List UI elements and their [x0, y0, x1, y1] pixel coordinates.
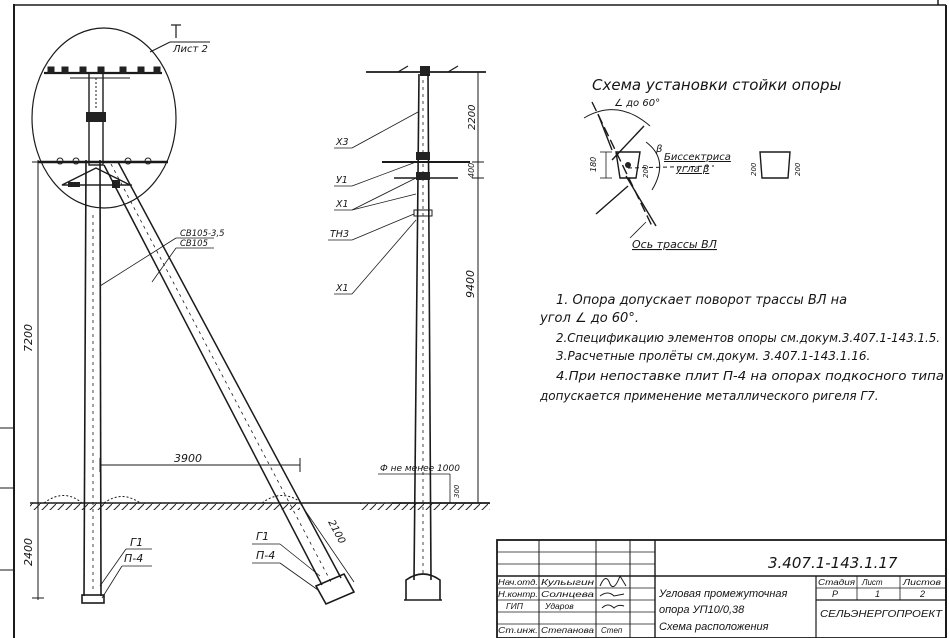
dim-offset: 3900 — [174, 452, 202, 465]
installation-scheme: Схема установки стойки опоры ∠ до 60° β … — [583, 76, 841, 251]
scheme-dim-200-a: 200 — [642, 164, 650, 178]
dim-brace-length: 2100 — [325, 518, 347, 546]
base-label-g1-left: Г1 — [130, 536, 143, 549]
role-3: ГИП — [506, 601, 524, 611]
base-label-g1-right: Г1 — [256, 530, 269, 543]
side-dim-small: 300 — [453, 484, 461, 498]
side-dim-total: 9400 — [464, 270, 477, 298]
scheme-bisector: Биссектриса — [664, 152, 731, 163]
side-label-u1: У1 — [336, 175, 348, 186]
brace-label-1: СВ105-3,5 — [180, 229, 225, 239]
side-label-x1a: Х1 — [335, 199, 349, 210]
title-block: 3.407.1-143.1.17 Нач.отд. Н.контр. ГИП С… — [496, 539, 947, 638]
brace-label-2: СВ105 — [180, 239, 208, 249]
note-line-4: 3.Расчетные пролёты см.докум. 3.407.1-14… — [556, 349, 870, 363]
name-3: Ударов — [544, 601, 574, 611]
col-head-sheet: Лист — [861, 578, 883, 587]
desc-line-2: опора УП10/0,38 — [659, 604, 745, 616]
scheme-bisector-2: угла β — [675, 164, 710, 175]
front-view: Лист 2 — [22, 24, 490, 606]
scheme-dim-180: 180 — [589, 157, 598, 172]
dim-height-buried: 2400 — [22, 538, 35, 566]
signature-text: Степ — [601, 626, 623, 635]
col-head-sheets: Листов — [902, 578, 941, 587]
side-ground-note: Ф не менее 1000 — [380, 464, 460, 474]
note-line-5: 4.При непоставке плит П-4 на опорах подк… — [556, 369, 944, 383]
col-val-sheet: 1 — [875, 589, 880, 599]
desc-line-1: Угловая промежуточная — [658, 588, 788, 600]
scheme-angle-label: ∠ до 60° — [614, 98, 660, 109]
scheme-title: Схема установки стойки опоры — [592, 76, 841, 94]
scheme-dim-200-b: 200 — [750, 162, 758, 176]
name-2: Солнцева — [541, 589, 594, 599]
base-label-p4-left: П-4 — [124, 552, 143, 565]
insulator-row-top — [47, 66, 161, 74]
notes-block: 1. Опора допускает поворот трассы ВЛ на … — [539, 293, 944, 403]
note-line-3: 2.Спецификацию элементов опоры см.докум.… — [556, 331, 940, 345]
doc-code: 3.407.1-143.1.17 — [768, 554, 898, 572]
side-dim-gap: 400 — [467, 163, 476, 178]
signature-marks — [599, 574, 627, 609]
note-line-6: допускается применение металлического ри… — [539, 389, 879, 403]
desc-line-3: Схема расположения — [659, 621, 769, 633]
name-4: Степанова — [541, 625, 594, 635]
role-2: Н.контр. — [498, 589, 538, 599]
scheme-beta: β — [655, 144, 663, 155]
org-name: СЕЛЬЭНЕРГОПРОЕКТ — [820, 609, 943, 620]
detail-callout-circle — [31, 27, 177, 209]
col-val-sheets: 2 — [919, 589, 925, 599]
scheme-dim-200-c: 200 — [794, 162, 802, 176]
base-label-p4-right: П-4 — [256, 549, 275, 562]
note-line-1: 1. Опора допускает поворот трассы ВЛ на — [556, 293, 847, 308]
scheme-route-axis: Ось трассы ВЛ — [632, 238, 717, 251]
side-dim-top: 2200 — [467, 105, 478, 130]
side-label-tn3: ТН3 — [330, 229, 349, 240]
role-1: Нач.отд. — [498, 577, 538, 587]
dim-height-main: 7200 — [22, 324, 35, 352]
side-label-x1b: Х1 — [335, 283, 349, 294]
side-label-x3: Х3 — [335, 137, 349, 148]
note-line-2: угол ∠ до 60°. — [539, 311, 639, 326]
col-val-stage: Р — [832, 589, 838, 599]
role-4: Ст.инж. — [498, 625, 538, 635]
side-view: Х3 У1 Х1 ТН3 Х1 2200 400 9400 Ф не менее… — [328, 65, 490, 601]
callout-sheet-label: Лист 2 — [172, 44, 208, 55]
col-head-stage: Стадия — [818, 578, 856, 587]
name-1: Кульыгин — [541, 577, 594, 587]
